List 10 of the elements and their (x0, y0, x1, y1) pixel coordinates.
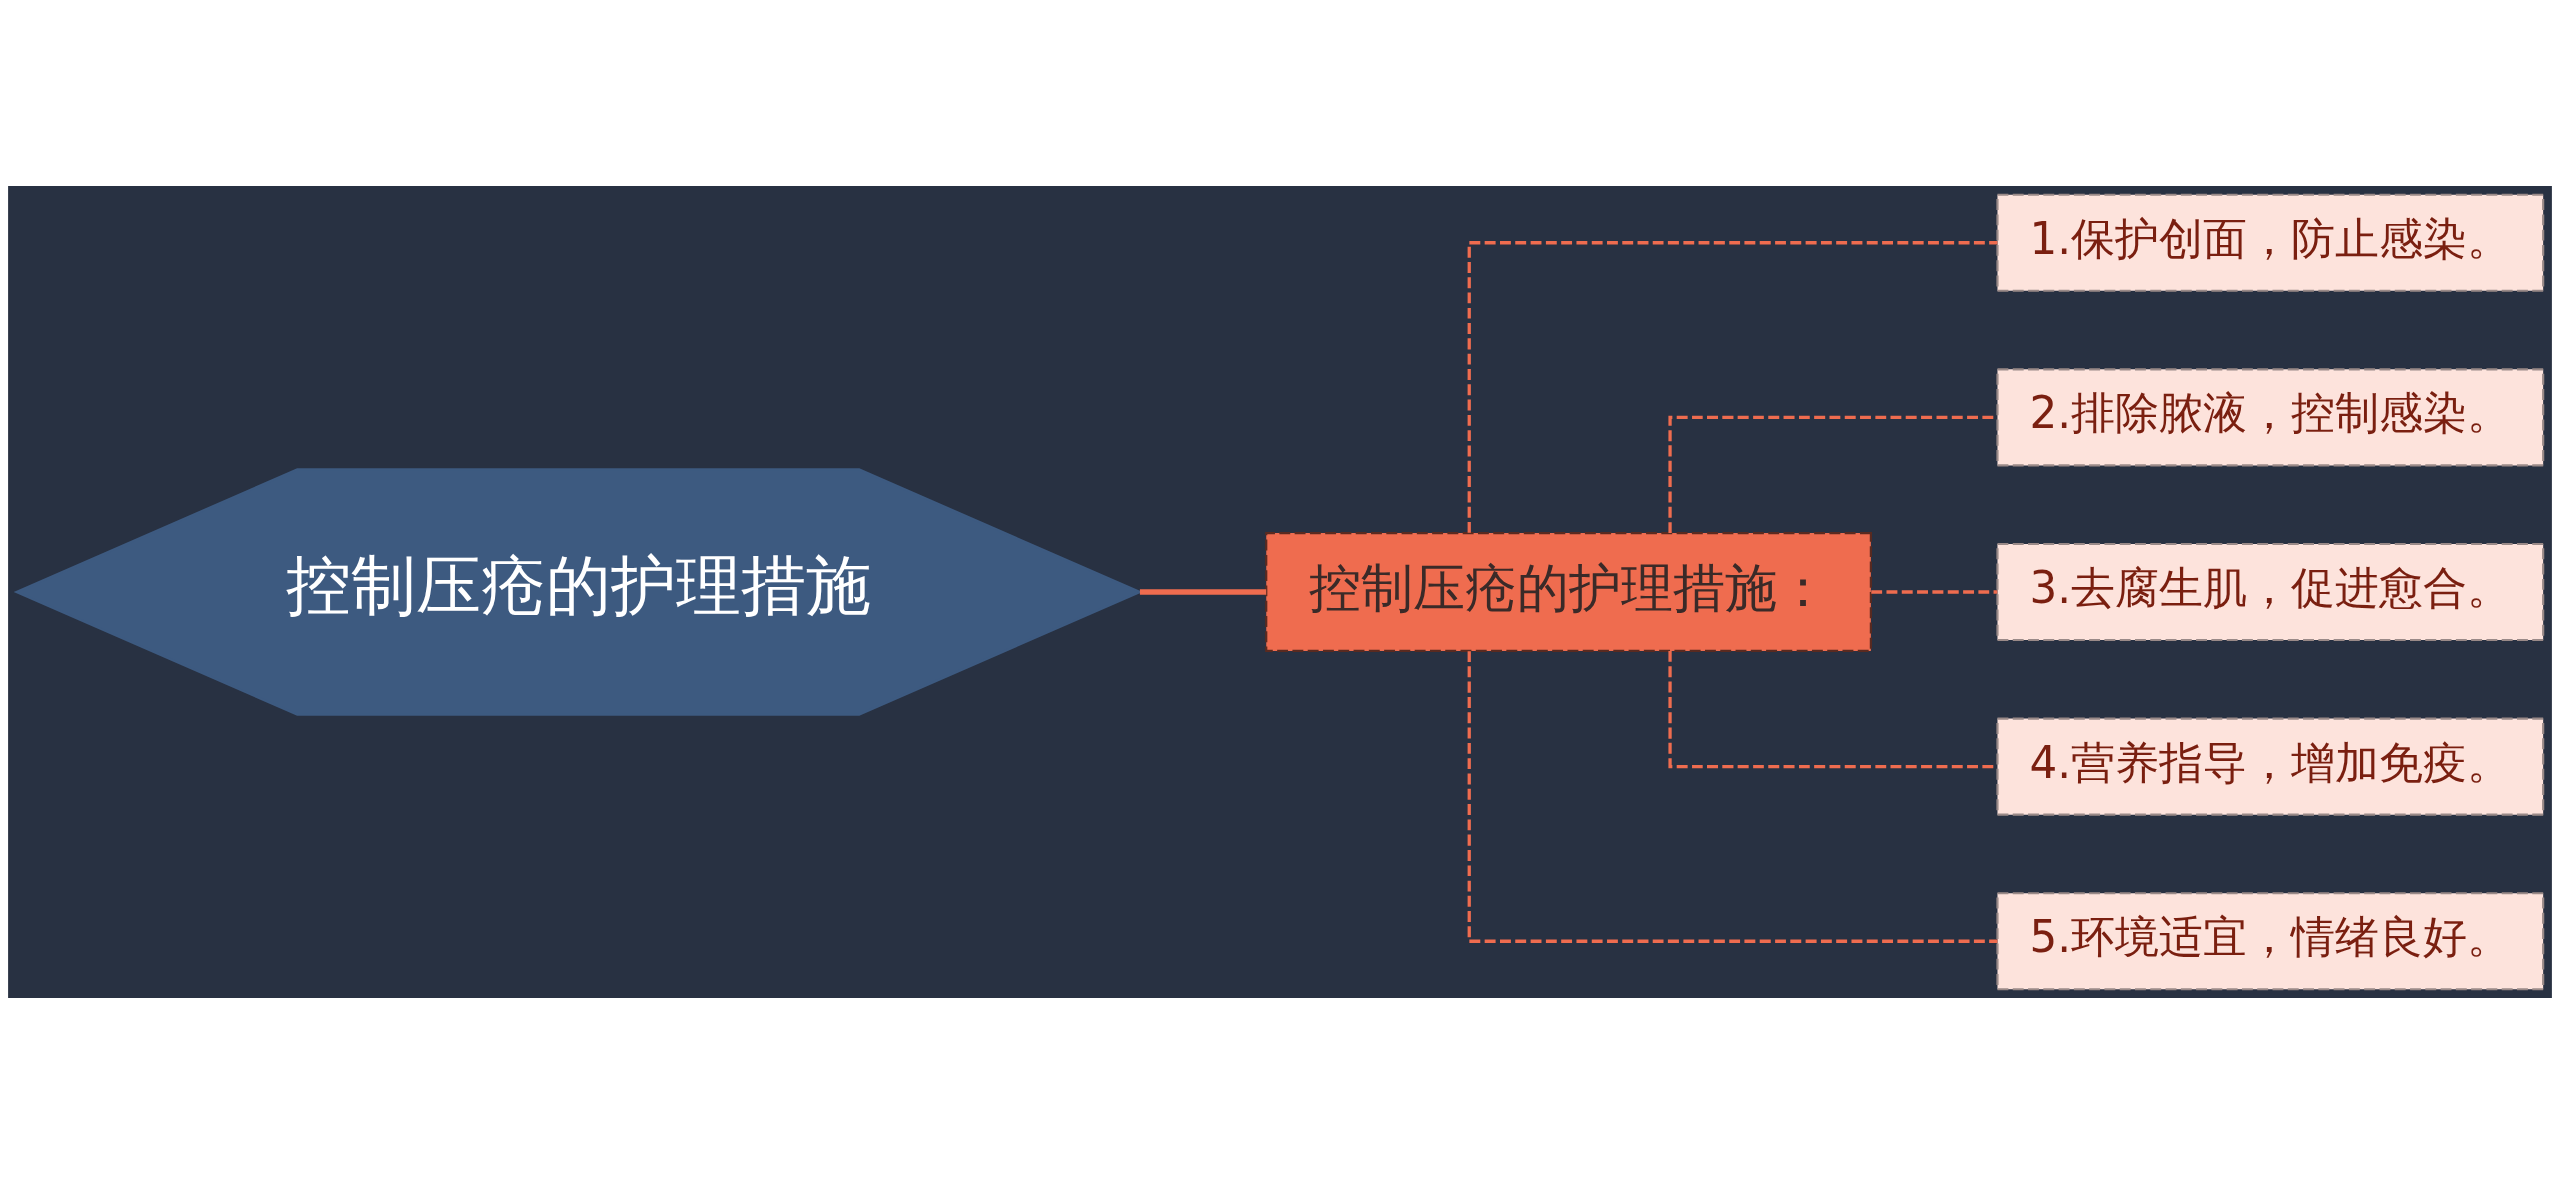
node-box: 3.去腐生肌，促进愈合。 (1996, 542, 2545, 642)
node-box: 4.营养指导，增加免疫。 (1996, 717, 2545, 816)
connector (1467, 241, 1998, 533)
node-box: 控制压疮的护理措施： (1265, 531, 1872, 653)
node-box: 1.保护创面，防止感染。 (1996, 193, 2545, 292)
node-box: 2.排除脓液，控制感染。 (1996, 368, 2545, 467)
connector (1139, 589, 1267, 595)
node-box: 5.环境适宜，情绪良好。 (1996, 892, 2545, 991)
connector (1467, 651, 1998, 943)
connector (1871, 590, 1998, 594)
